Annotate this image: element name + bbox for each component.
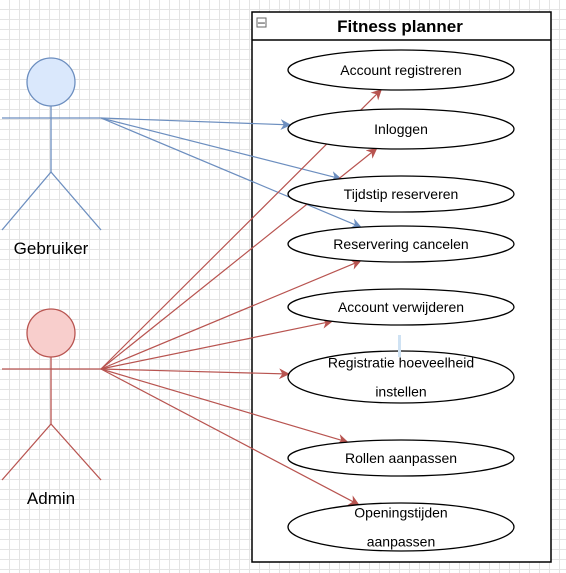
association-admin-rollen-aanpassen[interactable] xyxy=(100,368,349,445)
actor-left-leg xyxy=(1,171,52,231)
actor-admin[interactable]: Admin xyxy=(1,308,102,508)
actor-head xyxy=(26,308,76,358)
actor-label: Gebruiker xyxy=(14,239,89,258)
use-case-account-registreren[interactable]: Account registreren xyxy=(287,49,515,91)
use-case-ellipse[interactable] xyxy=(287,49,515,91)
association-admin-account-verwijderen[interactable] xyxy=(100,317,334,370)
use-case-account-verwijderen[interactable]: Account verwijderen xyxy=(287,288,515,326)
system-title: Fitness planner xyxy=(337,17,463,36)
use-case-label: Tijdstip reserveren xyxy=(344,186,459,202)
association-admin-openingstijden-aanpassen[interactable] xyxy=(100,368,360,506)
use-case-ellipse[interactable] xyxy=(287,502,515,552)
use-case-label: Account registreren xyxy=(340,62,461,78)
use-case-rollen-aanpassen[interactable]: Rollen aanpassen xyxy=(287,439,515,477)
use-case-openingstijden-aanpassen[interactable]: Openingstijden aanpassen xyxy=(287,502,515,552)
use-case-label: Inloggen xyxy=(374,121,428,137)
use-case-ellipse[interactable] xyxy=(287,225,515,263)
use-case-reservering-cancelen[interactable]: Reservering cancelen xyxy=(287,225,515,263)
use-case-inloggen[interactable]: Inloggen xyxy=(287,108,515,150)
association-admin-registratie-hoeveelheid[interactable] xyxy=(100,368,290,380)
use-case-tijdstip-reserveren[interactable]: Tijdstip reserveren xyxy=(287,175,515,213)
association-gebruiker-inloggen[interactable] xyxy=(100,117,292,130)
association-gebruiker-tijdstip-reserveren[interactable] xyxy=(100,117,342,182)
use-case-label: instellen xyxy=(375,384,426,400)
collapse-icon[interactable]: − xyxy=(257,17,266,30)
actor-head xyxy=(26,57,76,107)
actor-right-leg xyxy=(50,171,102,231)
use-case-label: Openingstijden xyxy=(354,505,447,521)
use-case-label: Account verwijderen xyxy=(338,299,464,315)
use-case-label: Registratie hoeveelheid xyxy=(328,355,474,371)
use-case-ellipse[interactable] xyxy=(287,288,515,326)
use-case-registratie-hoeveelheid[interactable]: Registratie hoeveelheid instellen xyxy=(287,350,515,404)
use-case-ellipse[interactable] xyxy=(287,108,515,150)
use-case-label: Reservering cancelen xyxy=(333,236,468,252)
actor-label: Admin xyxy=(27,489,75,508)
guide-marker xyxy=(398,335,401,357)
actor-gebruiker[interactable]: Gebruiker xyxy=(1,57,102,258)
association-gebruiker-reservering-cancelen[interactable] xyxy=(100,117,362,229)
use-case-ellipse[interactable] xyxy=(287,439,515,477)
association-admin-reservering-cancelen[interactable] xyxy=(100,259,362,370)
use-case-label: Rollen aanpassen xyxy=(345,450,457,466)
actor-right-leg xyxy=(50,423,102,481)
actor-left-leg xyxy=(1,423,52,481)
collapse-button[interactable] xyxy=(256,17,267,28)
use-case-ellipse[interactable] xyxy=(287,175,515,213)
use-case-label: aanpassen xyxy=(367,534,436,550)
